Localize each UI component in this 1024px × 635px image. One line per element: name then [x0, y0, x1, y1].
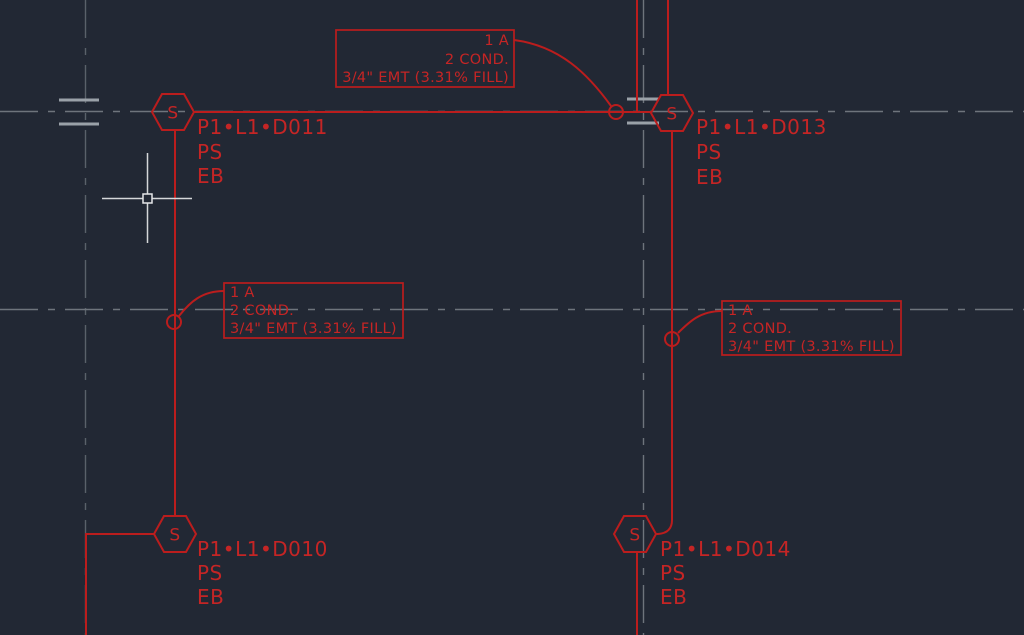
callout-top[interactable]: 1 A 2 COND. 3/4" EMT (3.31% FILL): [335, 29, 515, 88]
switch-letter: S: [666, 105, 677, 125]
callout-mid-right[interactable]: 1 A 2 COND. 3/4" EMT (3.31% FILL): [721, 300, 902, 356]
leader-left-callout[interactable]: [178, 290, 225, 317]
callout-line-3[interactable]: 3/4" EMT (3.31% FILL): [342, 70, 509, 86]
callout-mid-left[interactable]: 1 A 2 COND. 3/4" EMT (3.31% FILL): [223, 282, 404, 339]
switch-hexagon-icon[interactable]: [150, 93, 196, 131]
junction-circle-left[interactable]: [166, 314, 182, 330]
junction-circle-top[interactable]: [608, 104, 624, 120]
switch-letter: S: [629, 526, 640, 546]
switch-symbol-d011[interactable]: S: [150, 93, 196, 131]
switch-tag[interactable]: P1•L1•D010: [197, 537, 328, 561]
crosshair-cursor: [102, 153, 192, 243]
switch-note[interactable]: EB: [197, 585, 224, 609]
switch-label-d013[interactable]: P1•L1•D013 PS EB: [696, 115, 827, 189]
switch-symbol-d014[interactable]: S: [612, 515, 658, 553]
callout-box[interactable]: [721, 300, 902, 356]
callout-box[interactable]: [223, 282, 404, 339]
junction-circle-right[interactable]: [664, 331, 680, 347]
wire-right-drop[interactable]: [656, 131, 673, 535]
switch-mount[interactable]: PS: [197, 140, 223, 164]
switch-mount[interactable]: PS: [660, 561, 686, 585]
callout-line-3[interactable]: 3/4" EMT (3.31% FILL): [230, 321, 397, 337]
switch-letter: S: [169, 526, 180, 546]
switch-note[interactable]: EB: [696, 165, 723, 189]
leader-right-callout[interactable]: [677, 310, 723, 334]
callout-box[interactable]: [335, 29, 515, 88]
callout-line-2[interactable]: 2 COND.: [728, 321, 792, 337]
switch-symbol-d010[interactable]: S: [152, 515, 198, 553]
switch-label-d010[interactable]: P1•L1•D010 PS EB: [197, 537, 328, 609]
callout-line-1[interactable]: 1 A: [728, 303, 753, 319]
switch-note[interactable]: EB: [660, 585, 687, 609]
switch-tag[interactable]: P1•L1•D014: [660, 537, 791, 561]
switch-mount[interactable]: PS: [197, 561, 223, 585]
switch-label-d014[interactable]: P1•L1•D014 PS EB: [660, 537, 791, 609]
callout-line-3[interactable]: 3/4" EMT (3.31% FILL): [728, 339, 895, 355]
switch-symbol-d013[interactable]: S: [649, 94, 695, 132]
pickbox-icon: [142, 193, 153, 204]
switch-tag[interactable]: P1•L1•D013: [696, 115, 827, 139]
switch-hexagon-icon[interactable]: [612, 515, 658, 553]
callout-line-1[interactable]: 1 A: [230, 285, 255, 301]
switch-note[interactable]: EB: [197, 164, 224, 188]
switch-hexagon-icon[interactable]: [649, 94, 695, 132]
switch-letter: S: [167, 104, 178, 124]
callout-line-1[interactable]: 1 A: [484, 33, 509, 49]
switch-label-d011[interactable]: P1•L1•D011 PS EB: [197, 115, 328, 188]
callout-line-2[interactable]: 2 COND.: [230, 303, 294, 319]
switch-hexagon-icon[interactable]: [152, 515, 198, 553]
switch-mount[interactable]: PS: [696, 140, 722, 164]
switch-tag[interactable]: P1•L1•D011: [197, 115, 328, 139]
callout-line-2[interactable]: 2 COND.: [445, 52, 509, 68]
leader-top-callout[interactable]: [513, 39, 612, 107]
wire-bottom-left-branch[interactable]: [85, 533, 154, 635]
